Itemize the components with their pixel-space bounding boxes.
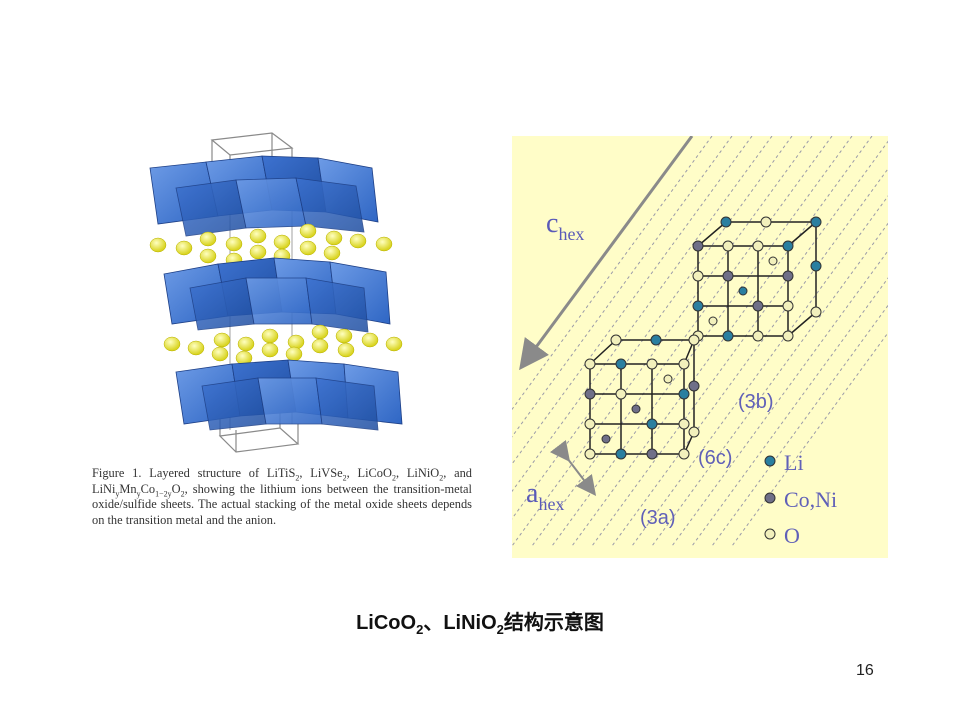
hatch-line <box>491 135 793 547</box>
legend-o-label: O <box>784 523 800 548</box>
title-part: 、LiNiO <box>423 612 497 634</box>
a-axis-arrow <box>549 439 597 496</box>
title-sub: 2 <box>416 622 424 637</box>
layered-structure-illustration <box>149 132 403 453</box>
hatch-line <box>451 135 753 547</box>
title-sub: 2 <box>496 622 504 637</box>
legend-li-swatch <box>764 455 776 467</box>
c-hex-label: chex <box>546 208 584 244</box>
hatch-line <box>611 135 913 547</box>
page-number: 16 <box>856 662 874 679</box>
title-part: LiCoO <box>356 612 417 634</box>
legend-li-label: Li <box>784 450 804 475</box>
hatch-line <box>591 135 893 547</box>
figure-hexagonal-lattice: chex ahex (3b) (6c) (3a) Li Co,Ni O <box>411 135 960 558</box>
atom-legend: Li Co,Ni O <box>764 450 837 548</box>
caption-text: , showing the lithium ions between the t… <box>92 481 472 527</box>
caption-text: Layered structure of LiTiS <box>149 466 296 480</box>
site-3a-label: (3a) <box>640 507 676 529</box>
hatch-line <box>471 135 773 547</box>
slide-title: LiCoO2、LiNiO2结构示意图 <box>0 606 960 637</box>
hatch-line <box>711 206 960 547</box>
figure-layered-structure: Figure 1. Layered structure of LiTiS2, L… <box>86 128 472 558</box>
a-hex-label: ahex <box>526 478 564 514</box>
figure-label: Figure 1. <box>92 466 142 480</box>
caption-sub: 1−2y <box>155 488 172 498</box>
caption-text: Co <box>140 481 156 496</box>
hatch-line <box>511 135 813 547</box>
hatch-line <box>731 233 960 547</box>
caption-sub: 2 <box>342 473 347 483</box>
hatch-line <box>651 135 953 547</box>
caption-sub: 2 <box>439 473 444 483</box>
caption-text: , and LiNi <box>92 466 473 496</box>
site-3b-label: (3b) <box>738 391 774 413</box>
hatch-line <box>571 135 873 547</box>
hatch-line <box>531 135 833 547</box>
hatch-line <box>431 135 733 547</box>
caption-text: , LiCoO <box>346 466 392 480</box>
title-part: 结构示意图 <box>503 612 604 634</box>
figure-caption: Figure 1. Layered structure of LiTiS2, L… <box>92 466 472 528</box>
hatch-line <box>631 135 933 547</box>
c-axis-arrow <box>519 135 694 371</box>
caption-sub: 2 <box>391 473 396 483</box>
caption-text: Mn <box>119 481 137 496</box>
hatch-line <box>411 135 713 547</box>
site-6c-label: (6c) <box>698 447 732 469</box>
hatch-line <box>551 135 853 547</box>
caption-text: O <box>171 481 181 496</box>
legend-coni-label: Co,Ni <box>784 487 837 512</box>
caption-sub: y <box>115 488 120 498</box>
caption-text: , LiVSe <box>299 466 343 480</box>
hatch-line <box>671 151 960 547</box>
hexagonal-lattice-diagram: chex ahex (3b) (6c) (3a) Li Co,Ni O <box>411 135 960 548</box>
legend-o-swatch <box>764 528 776 540</box>
caption-sub: y <box>136 488 141 498</box>
legend-coni-swatch <box>764 492 776 504</box>
caption-text: , LiNiO <box>395 466 440 480</box>
caption-sub: 2 <box>295 473 300 483</box>
caption-sub: 2 <box>180 488 185 498</box>
